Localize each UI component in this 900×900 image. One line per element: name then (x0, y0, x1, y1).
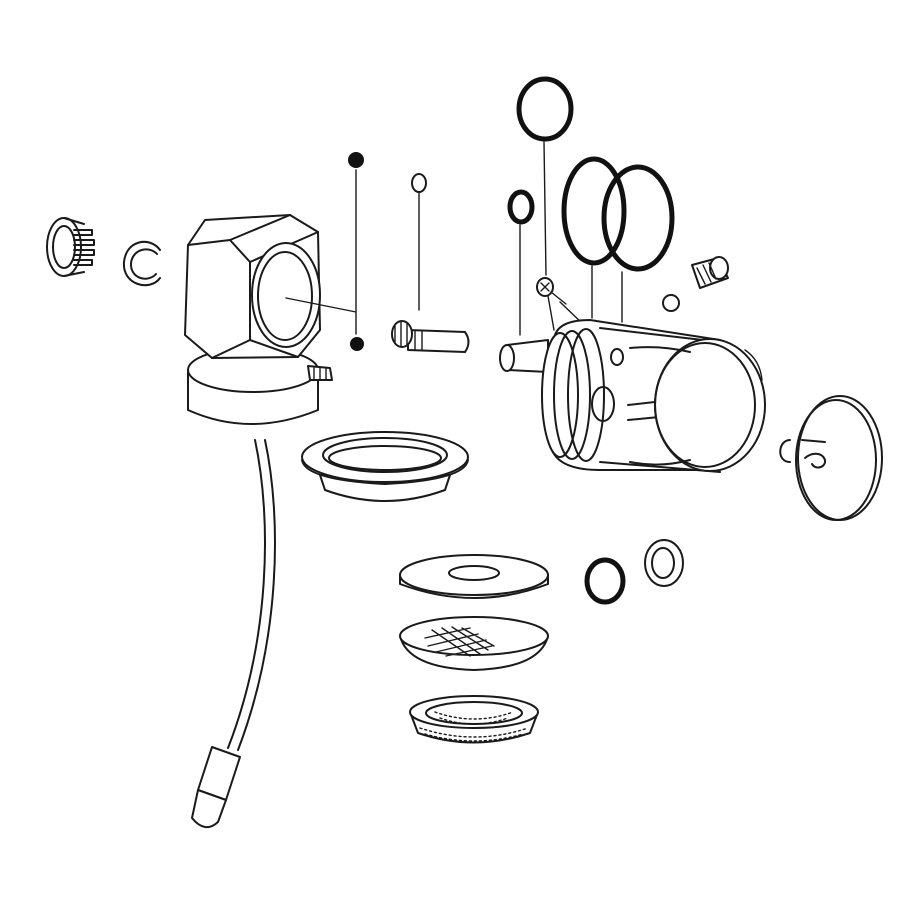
callout-line (285, 297, 357, 313)
mesh-screen-icon (399, 616, 549, 671)
o-ring-icon (411, 173, 427, 193)
end-cap-icon (779, 395, 883, 521)
flanged-seat-icon (301, 431, 469, 502)
tube-icon (191, 439, 276, 829)
cartridge-icon (499, 319, 766, 473)
ball-icon (662, 294, 680, 312)
washer-icon (399, 554, 549, 599)
o-ring-icon (601, 164, 675, 272)
o-ring-icon (507, 189, 535, 225)
ball-icon (348, 152, 364, 168)
o-ring-icon (516, 76, 574, 142)
callout-line (543, 141, 547, 276)
strainer-icon (409, 695, 539, 744)
spline-adapter-icon (46, 217, 95, 277)
stem-pin-icon (391, 320, 470, 353)
knurled-cap-icon (691, 256, 729, 289)
ball-icon (350, 337, 364, 351)
screw-icon (536, 277, 567, 331)
o-ring-icon (561, 156, 627, 266)
washer-icon (644, 539, 684, 587)
o-ring-icon (584, 557, 626, 605)
c-clip-icon (122, 240, 161, 287)
hex-valve-body-icon (184, 214, 333, 425)
